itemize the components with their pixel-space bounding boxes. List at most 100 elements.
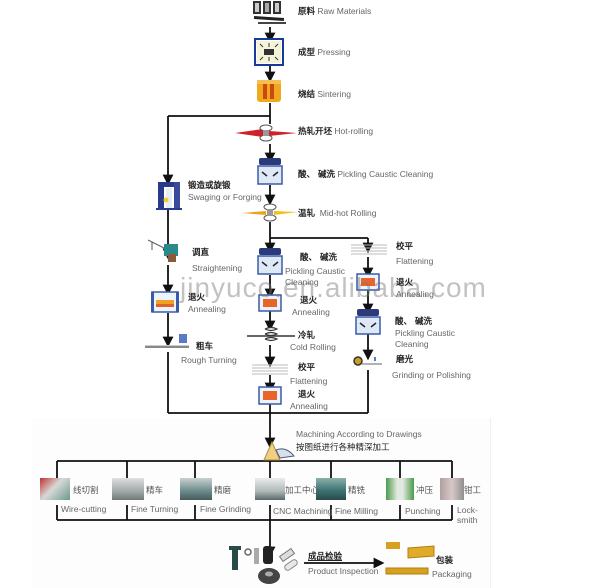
label-en: Annealing (396, 289, 434, 299)
label-en: Sintering (317, 89, 351, 99)
option-locksmith-cn: 钳工 (464, 485, 482, 495)
fine-turning-machine-photo (112, 478, 144, 500)
option-punching-cn: 冲压 (416, 485, 434, 495)
option-wire-cutting-en: Wire-cutting (61, 504, 107, 514)
label-cn: 退火 (188, 293, 206, 303)
label-en-line1: Lock- (457, 505, 478, 515)
label-en: Grinding or Polishing (392, 370, 471, 380)
label-en-line2: smith (457, 515, 478, 525)
label-en: Annealing (292, 307, 330, 317)
option-fine-milling-en: Fine Milling (335, 506, 378, 516)
machining-panel-background (32, 418, 491, 588)
fine-milling-machine-photo (316, 478, 346, 500)
step-rough-turning: 粗车 Rough Turning (181, 342, 237, 366)
label-cn: 温轧 (298, 209, 316, 219)
option-fine-milling-cn: 精铣 (348, 485, 366, 495)
label-en: Flattening (396, 256, 434, 266)
flattening-icon-center (252, 364, 288, 375)
label-cn: 调直 (192, 248, 210, 258)
label-en: Mid-hot Rolling (319, 208, 377, 218)
step-sintering: 烧结 Sintering (298, 89, 351, 101)
lathe-icon (145, 334, 189, 348)
label-en: Flattening (290, 376, 328, 386)
hot-rolling-icon (235, 124, 297, 142)
label-en: Pressing (317, 47, 351, 57)
option-wire-cutting-cn: 线切割 (73, 485, 99, 495)
label-en: Annealing (188, 304, 226, 314)
option-cnc-cn: 加工中心 (285, 485, 320, 495)
label-en: Machining According to Drawings (296, 429, 422, 439)
annealing-furnace-icon (151, 291, 179, 313)
raw-materials-icon (253, 1, 286, 24)
label-en: Hot-rolling (334, 126, 374, 136)
option-fine-turning-cn: 精车 (146, 485, 164, 495)
label-cn: 粗车 (196, 342, 214, 352)
step-hot-rolling: 热轧开坯 Hot-rolling (298, 126, 373, 138)
label-cn: 酸、 碱洗 (300, 253, 337, 263)
step-grinding-polishing: 磨光 Grinding or Polishing (392, 355, 471, 381)
step-pickling-caustic-cleaning: 酸、 碱洗 Pickling Caustic Cleaning (298, 169, 433, 181)
watermark: jinyuco.en.alibaba.com (180, 272, 487, 303)
option-locksmith-en: Lock-smith (457, 505, 478, 525)
fine-grinding-machine-photo (180, 478, 212, 500)
label-cn: 包装 (436, 556, 454, 566)
step-mid-hot-rolling: 温轧 Mid-hot Rolling (298, 208, 376, 220)
step-raw-materials: 原料 Raw Materials (298, 6, 371, 18)
grinding-icon (353, 356, 382, 366)
label-en: Straightening (192, 263, 243, 273)
cnc-machine-photo (255, 478, 285, 500)
label-en-line2: Cleaning (395, 339, 429, 349)
mid-hot-rolling-icon (242, 203, 298, 222)
step-machining: Machining According to Drawings 按图纸进行各种精深… (296, 429, 422, 454)
label-en-line2: Cleaning (285, 277, 319, 287)
label-cn: 校平 (298, 363, 316, 373)
label-cn: 按图纸进行各种精深加工 (296, 443, 390, 453)
finished-parts-icon (229, 546, 298, 584)
press-icon (254, 38, 284, 66)
label-cn: 成型 (298, 48, 316, 58)
cleaning-tank-icon-right (355, 309, 381, 335)
label-cn: 退火 (300, 296, 318, 306)
drawing-tools-icon (263, 440, 295, 461)
option-fine-turning-en: Fine Turning (131, 504, 179, 514)
label-en: Raw Materials (317, 6, 372, 16)
step-flattening-center: 校平 Flattening (290, 363, 327, 387)
option-fine-grinding-en: Fine Grinding (200, 504, 252, 514)
label-en: Annealing (290, 401, 328, 411)
label-cn: 磨光 (396, 355, 414, 365)
label-en: Rough Turning (181, 355, 237, 365)
option-fine-grinding-cn: 精磨 (214, 485, 232, 495)
option-punching-en: Punching (405, 506, 441, 516)
furnace-icon (257, 80, 281, 102)
flattening-icon-right (351, 244, 387, 255)
cold-rolling-icon (247, 326, 295, 342)
label-cn: 成品检验 (308, 552, 343, 562)
annealing-furnace-icon-center-2 (258, 386, 282, 405)
forging-press-icon (156, 182, 182, 210)
annealing-furnace-icon-center (258, 294, 282, 312)
label-en: Pickling Caustic Cleaning (337, 169, 434, 179)
wire-cutting-machine-photo (40, 478, 70, 500)
annealing-furnace-icon-right (356, 273, 380, 291)
cleaning-tank-icon-center (257, 248, 283, 275)
straightening-machine-icon (147, 239, 178, 262)
label-en: Swaging or Forging (188, 192, 262, 202)
label-cn: 冷轧 (298, 331, 316, 341)
label-cn: 原料 (298, 7, 316, 17)
label-en: Cold Rolling (290, 342, 336, 352)
locksmith-workbench-photo (440, 478, 464, 500)
option-cnc-en: CNC Machining (273, 506, 333, 516)
label-cn: 热轧开坯 (298, 127, 333, 137)
label-cn: 烧结 (298, 90, 316, 100)
label-cn: 退火 (298, 390, 316, 400)
cleaning-tank-icon (257, 158, 283, 185)
